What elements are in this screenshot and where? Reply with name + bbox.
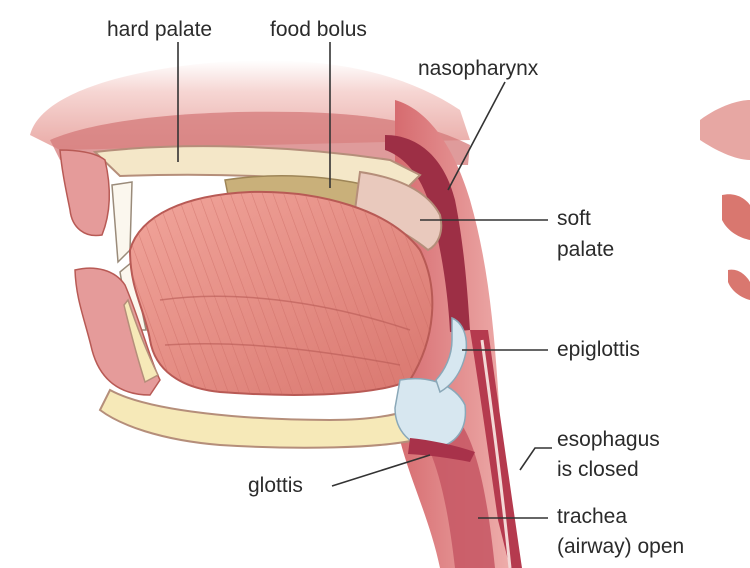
label-hard-palate: hard palate <box>107 18 212 41</box>
label-soft-palate-line2: palate <box>557 238 614 261</box>
label-soft-palate-line1: soft <box>557 207 591 230</box>
label-glottis: glottis <box>248 474 303 497</box>
label-nasopharynx: nasopharynx <box>418 57 539 80</box>
label-trachea-line2: (airway) open <box>557 535 684 558</box>
mandible <box>100 390 415 448</box>
cropped-adjacent-diagram <box>700 100 750 300</box>
upper-lip <box>60 150 109 236</box>
leader-esophagus <box>520 448 552 470</box>
label-food-bolus: food bolus <box>270 18 367 41</box>
label-esophagus-line2: is closed <box>557 458 639 481</box>
tongue <box>130 192 432 395</box>
label-esophagus-line1: esophagus <box>557 428 660 451</box>
label-trachea-line1: trachea <box>557 505 627 528</box>
label-epiglottis: epiglottis <box>557 338 640 361</box>
